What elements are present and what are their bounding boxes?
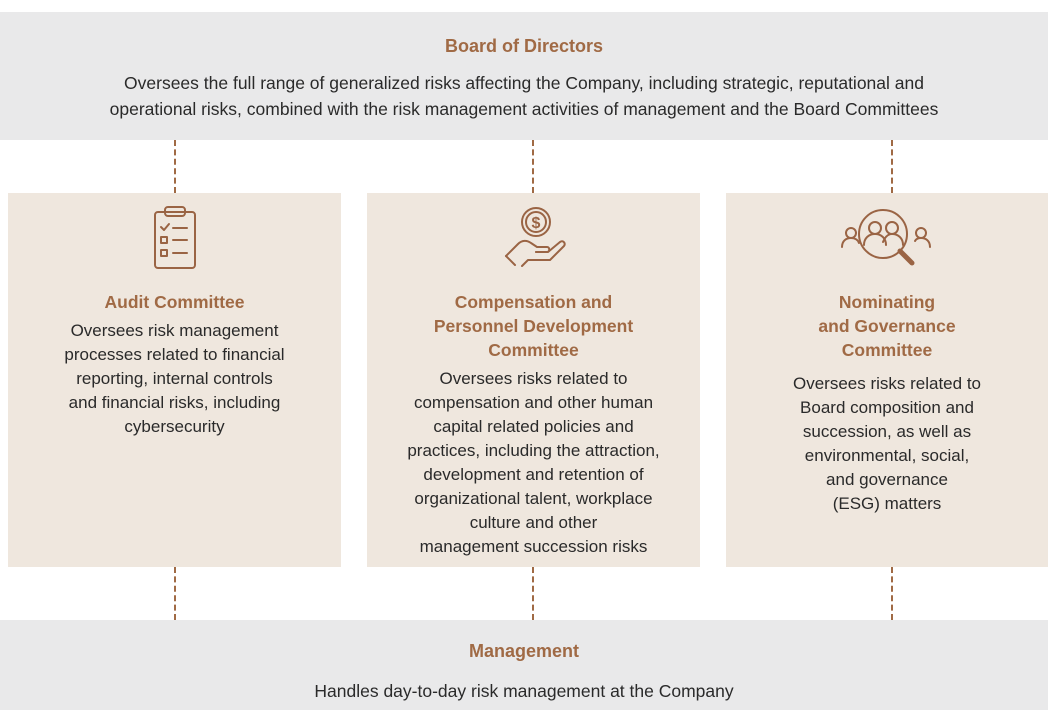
people-magnifier-icon <box>726 203 1048 273</box>
title-line: and Governance <box>818 316 956 336</box>
svg-text:$: $ <box>531 215 540 232</box>
compensation-committee-box: $ Compensation and Personnel Development… <box>367 193 700 567</box>
management-title: Management <box>468 641 580 661</box>
description-line: Oversees risks related to <box>792 374 981 393</box>
clipboard-checklist-icon <box>8 203 341 273</box>
compensation-committee-description: Oversees risks related to compensation a… <box>381 367 686 559</box>
title-line: Personnel Development <box>433 316 634 336</box>
audit-committee-box: Audit Committee Oversees risk management… <box>8 193 341 567</box>
description-line: Oversees risks related to <box>439 369 628 388</box>
description-line: Oversees risk management <box>70 321 279 340</box>
description-line: Board composition and <box>800 398 974 417</box>
description-line: environmental, social, <box>804 446 970 465</box>
audit-committee-title: Audit Committee <box>18 290 331 314</box>
description-line: and governance <box>826 470 948 489</box>
hand-dollar-coin-icon: $ <box>367 203 700 273</box>
title-line: Compensation and <box>454 292 613 312</box>
description-line: development and retention of <box>423 465 644 484</box>
connector-line <box>532 567 534 620</box>
management-description: Handles day-to-day risk management at th… <box>314 681 734 701</box>
connector-line <box>174 140 176 193</box>
description-line: organizational talent, workplace <box>414 489 653 508</box>
compensation-committee-title: Compensation and Personnel Development C… <box>377 290 690 362</box>
description-line: practices, including the attraction, <box>407 441 660 460</box>
description-line: compensation and other human <box>413 393 654 412</box>
title-line: Committee <box>841 340 933 360</box>
board-description: Oversees the full range of generalized r… <box>0 70 1048 122</box>
description-line: management succession risks <box>419 537 648 556</box>
nominating-committee-description: Oversees risks related to Board composit… <box>740 372 1034 516</box>
description-line: capital related policies and <box>433 417 634 436</box>
connector-line <box>891 567 893 620</box>
nominating-committee-title: Nominating and Governance Committee <box>736 290 1038 362</box>
description-line: succession, as well as <box>802 422 972 441</box>
connector-line <box>532 140 534 193</box>
title-line: Nominating <box>838 292 936 312</box>
audit-committee-description: Oversees risk management processes relat… <box>22 319 327 439</box>
nominating-committee-box: Nominating and Governance Committee Over… <box>726 193 1048 567</box>
description-line: (ESG) matters <box>832 494 942 513</box>
board-title: Board of Directors <box>444 36 604 56</box>
board-description-line: operational risks, combined with the ris… <box>109 99 939 119</box>
management-panel: Management Handles day-to-day risk manag… <box>0 620 1048 710</box>
description-line: cybersecurity <box>124 417 225 436</box>
connector-line <box>174 567 176 620</box>
description-line: culture and other <box>469 513 598 532</box>
board-description-line: Oversees the full range of generalized r… <box>124 73 924 93</box>
connector-line <box>891 140 893 193</box>
description-line: and financial risks, including <box>68 393 281 412</box>
description-line: processes related to financial <box>64 345 285 364</box>
board-of-directors-panel: Board of Directors Oversees the full ran… <box>0 12 1048 140</box>
title-line: Committee <box>488 340 579 360</box>
title-line: Audit Committee <box>104 292 245 312</box>
description-line: reporting, internal controls <box>76 369 273 388</box>
